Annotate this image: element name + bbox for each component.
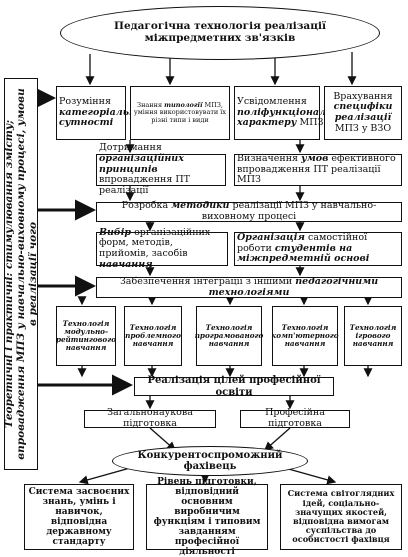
row2-box-2: Визначення умов ефективного впровадження… xyxy=(234,153,402,186)
goals-box: Реалізація цілей професійної освіти xyxy=(134,375,334,398)
prep-box-general: Загальнонаукова підготовка xyxy=(84,407,216,429)
row1-box-3: Усвідомлення поліфункціонального характе… xyxy=(234,86,357,140)
side-vertical-text: Теоретичні і практичні: стимулювання змі… xyxy=(2,88,40,460)
top-title-line2: міжпредметних зв'язків xyxy=(144,32,296,44)
prep-box-professional: Професійна підготовка xyxy=(240,407,350,429)
row3-box-1: Вибір організаційних форм, методів, прий… xyxy=(96,227,228,269)
row1-box-4: Врахування специфіки реалізації МПЗ у ВЗ… xyxy=(324,86,402,140)
row1-box-2: Знання типології МПЗ, уміння використову… xyxy=(130,86,230,140)
top-ellipse-title: Педагогічна технологія реалізації міжпре… xyxy=(60,6,380,60)
bottom-box-3: Система світоглядних ідей, соціально-зна… xyxy=(280,484,402,550)
top-title-line1: Педагогічна технологія реалізації xyxy=(114,20,326,33)
tech-box-5: Технологія ігрового навчання xyxy=(344,306,402,366)
tech-box-1: Технологія модульно-рейтингового навчанн… xyxy=(56,306,116,366)
integration-box: Забезпечення інтеграції з іншими педагог… xyxy=(96,276,402,298)
tech-box-2: Технологія проблемного навчання xyxy=(124,306,182,366)
row1-box-1: Розуміння категоріальної сутності xyxy=(56,86,146,140)
tech-box-3: Технологія програмованого навчання xyxy=(195,306,263,366)
outcome-ellipse: Конкурентоспроможний фахівець xyxy=(112,446,308,476)
method-box: Розробка методики реалізації МПЗ у навча… xyxy=(96,201,402,222)
bottom-box-1: Система засвоєних знань, умінь і навичок… xyxy=(24,484,134,550)
bottom-box-2: Рівень підготовки, відповідний основним … xyxy=(146,477,268,557)
side-vertical-box: Теоретичні і практичні: стимулювання змі… xyxy=(2,78,40,470)
row2-box-1: Дотримання організаційних принципів впро… xyxy=(96,143,226,196)
row3-box-2: Організація самостійної роботи студентів… xyxy=(234,232,402,266)
tech-box-4: Технологія комп'ютерного навчання xyxy=(271,306,339,366)
